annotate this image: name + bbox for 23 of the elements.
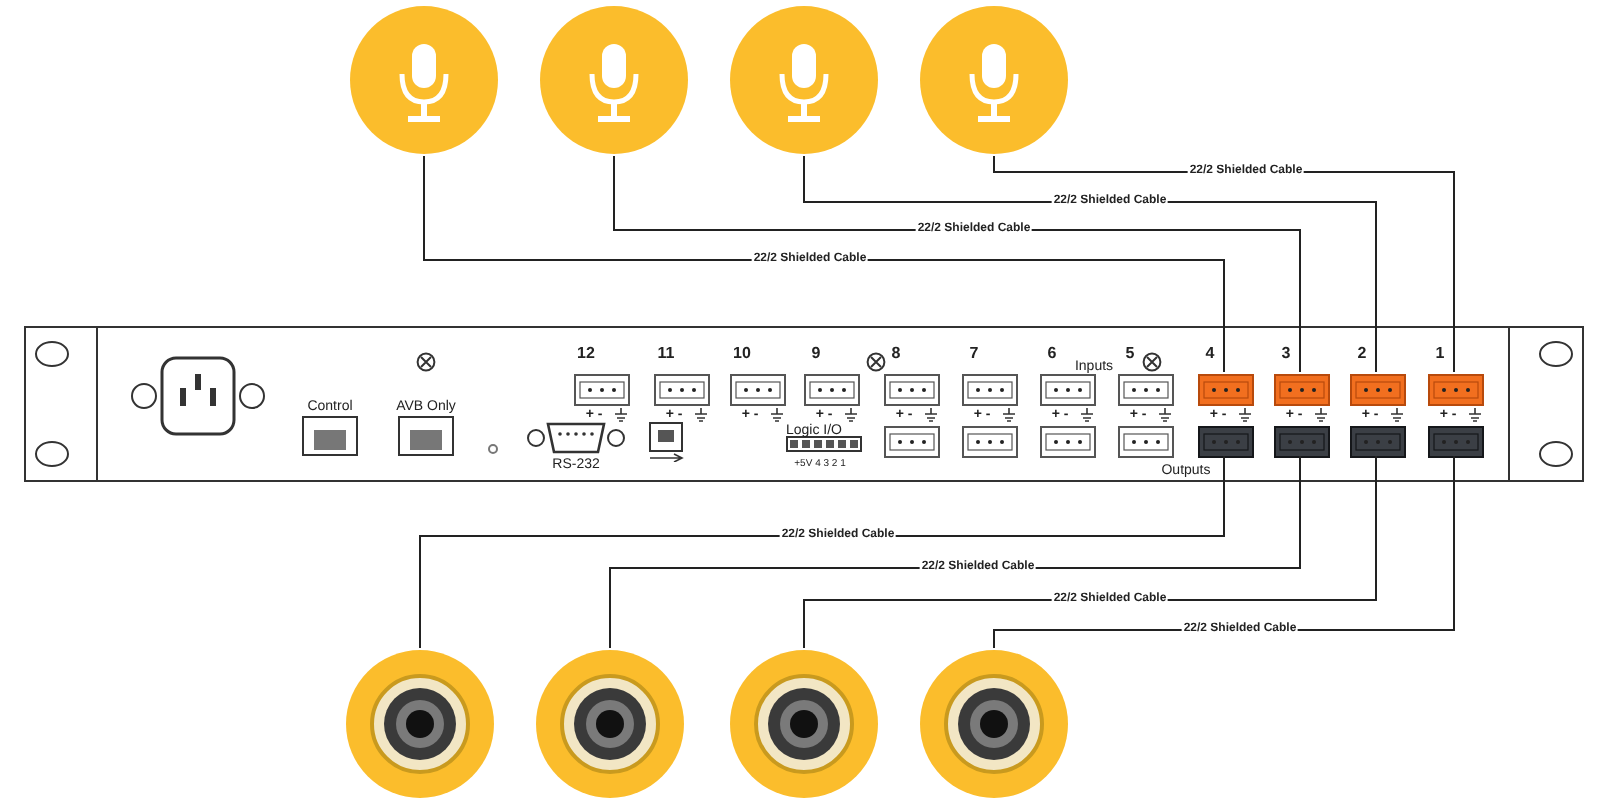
channel-number: 8 <box>891 346 901 362</box>
terminal-block <box>1350 426 1406 458</box>
channel-number: 10 <box>733 346 751 362</box>
terminal-block <box>1198 374 1254 406</box>
cable-line <box>419 455 1225 649</box>
channel-number: 11 <box>657 346 675 362</box>
terminal-block <box>1274 426 1330 458</box>
channel-number: 1 <box>1435 346 1445 362</box>
channel-number: 4 <box>1205 346 1215 362</box>
terminal-block <box>1274 374 1330 406</box>
channel-number: 2 <box>1357 346 1367 362</box>
channel-number: 7 <box>969 346 979 362</box>
rack-panel <box>96 326 1510 482</box>
terminal-block <box>1198 426 1254 458</box>
channel-number: 6 <box>1047 346 1057 362</box>
channel-number: 12 <box>577 346 595 362</box>
channel-number: 3 <box>1281 346 1291 362</box>
cable-line <box>423 155 1225 373</box>
terminal-block <box>1428 374 1484 406</box>
terminal-block <box>1428 426 1484 458</box>
channel-number: 5 <box>1125 346 1135 362</box>
terminal-block <box>1350 374 1406 406</box>
channel-number: 9 <box>811 346 821 362</box>
